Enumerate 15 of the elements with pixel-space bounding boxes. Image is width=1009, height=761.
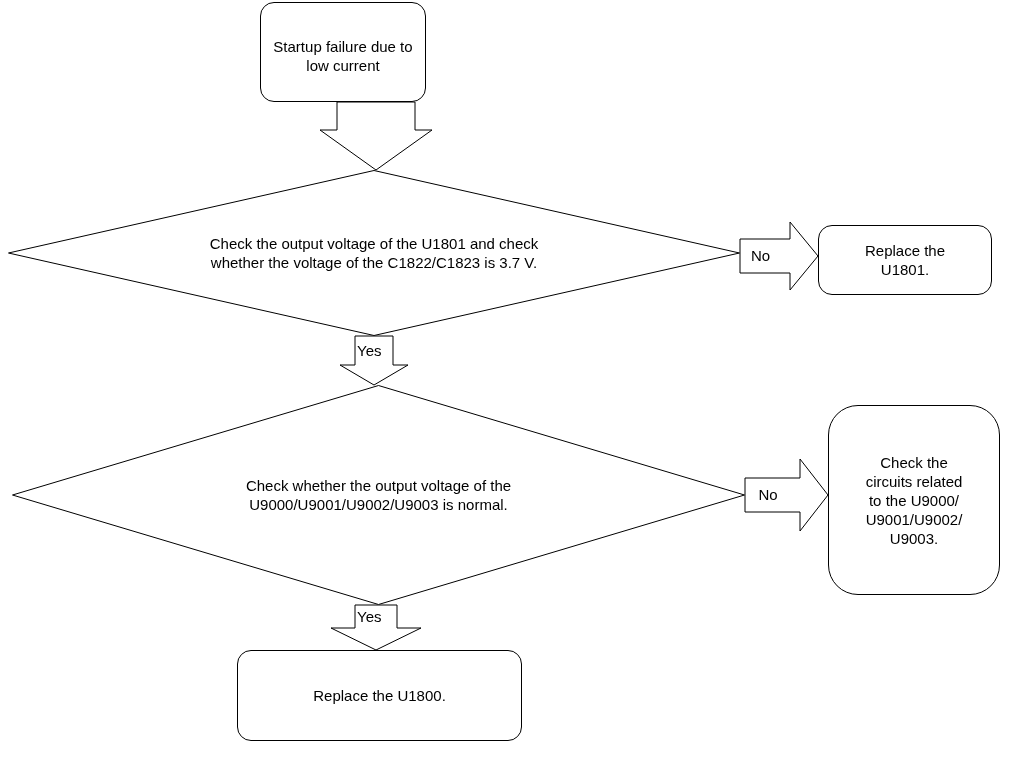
node-text: Replace the U1801. xyxy=(863,241,947,279)
block-arrow xyxy=(744,458,829,532)
block-arrow xyxy=(319,101,433,171)
decision-diamond xyxy=(8,170,740,336)
node-text: Replace the U1800. xyxy=(312,686,447,705)
node-text: Check the circuits related to the U9000/ U9001/U9002/ U9003. xyxy=(864,452,964,548)
process-box xyxy=(828,405,1000,595)
node-text: Check whether the output voltage of the U9000/U9001/U9002/U9003 is normal. xyxy=(244,476,513,514)
process-box xyxy=(260,2,426,102)
block-arrow xyxy=(739,221,819,291)
node-text: Startup failure due to low current xyxy=(272,37,414,75)
decision-diamond xyxy=(12,385,745,605)
node-text: Check the output voltage of the U1801 and check whether the voltage of the C1822/C1823 is 3.7 V. xyxy=(208,234,540,272)
process-box xyxy=(237,650,522,741)
process-box xyxy=(818,225,992,295)
